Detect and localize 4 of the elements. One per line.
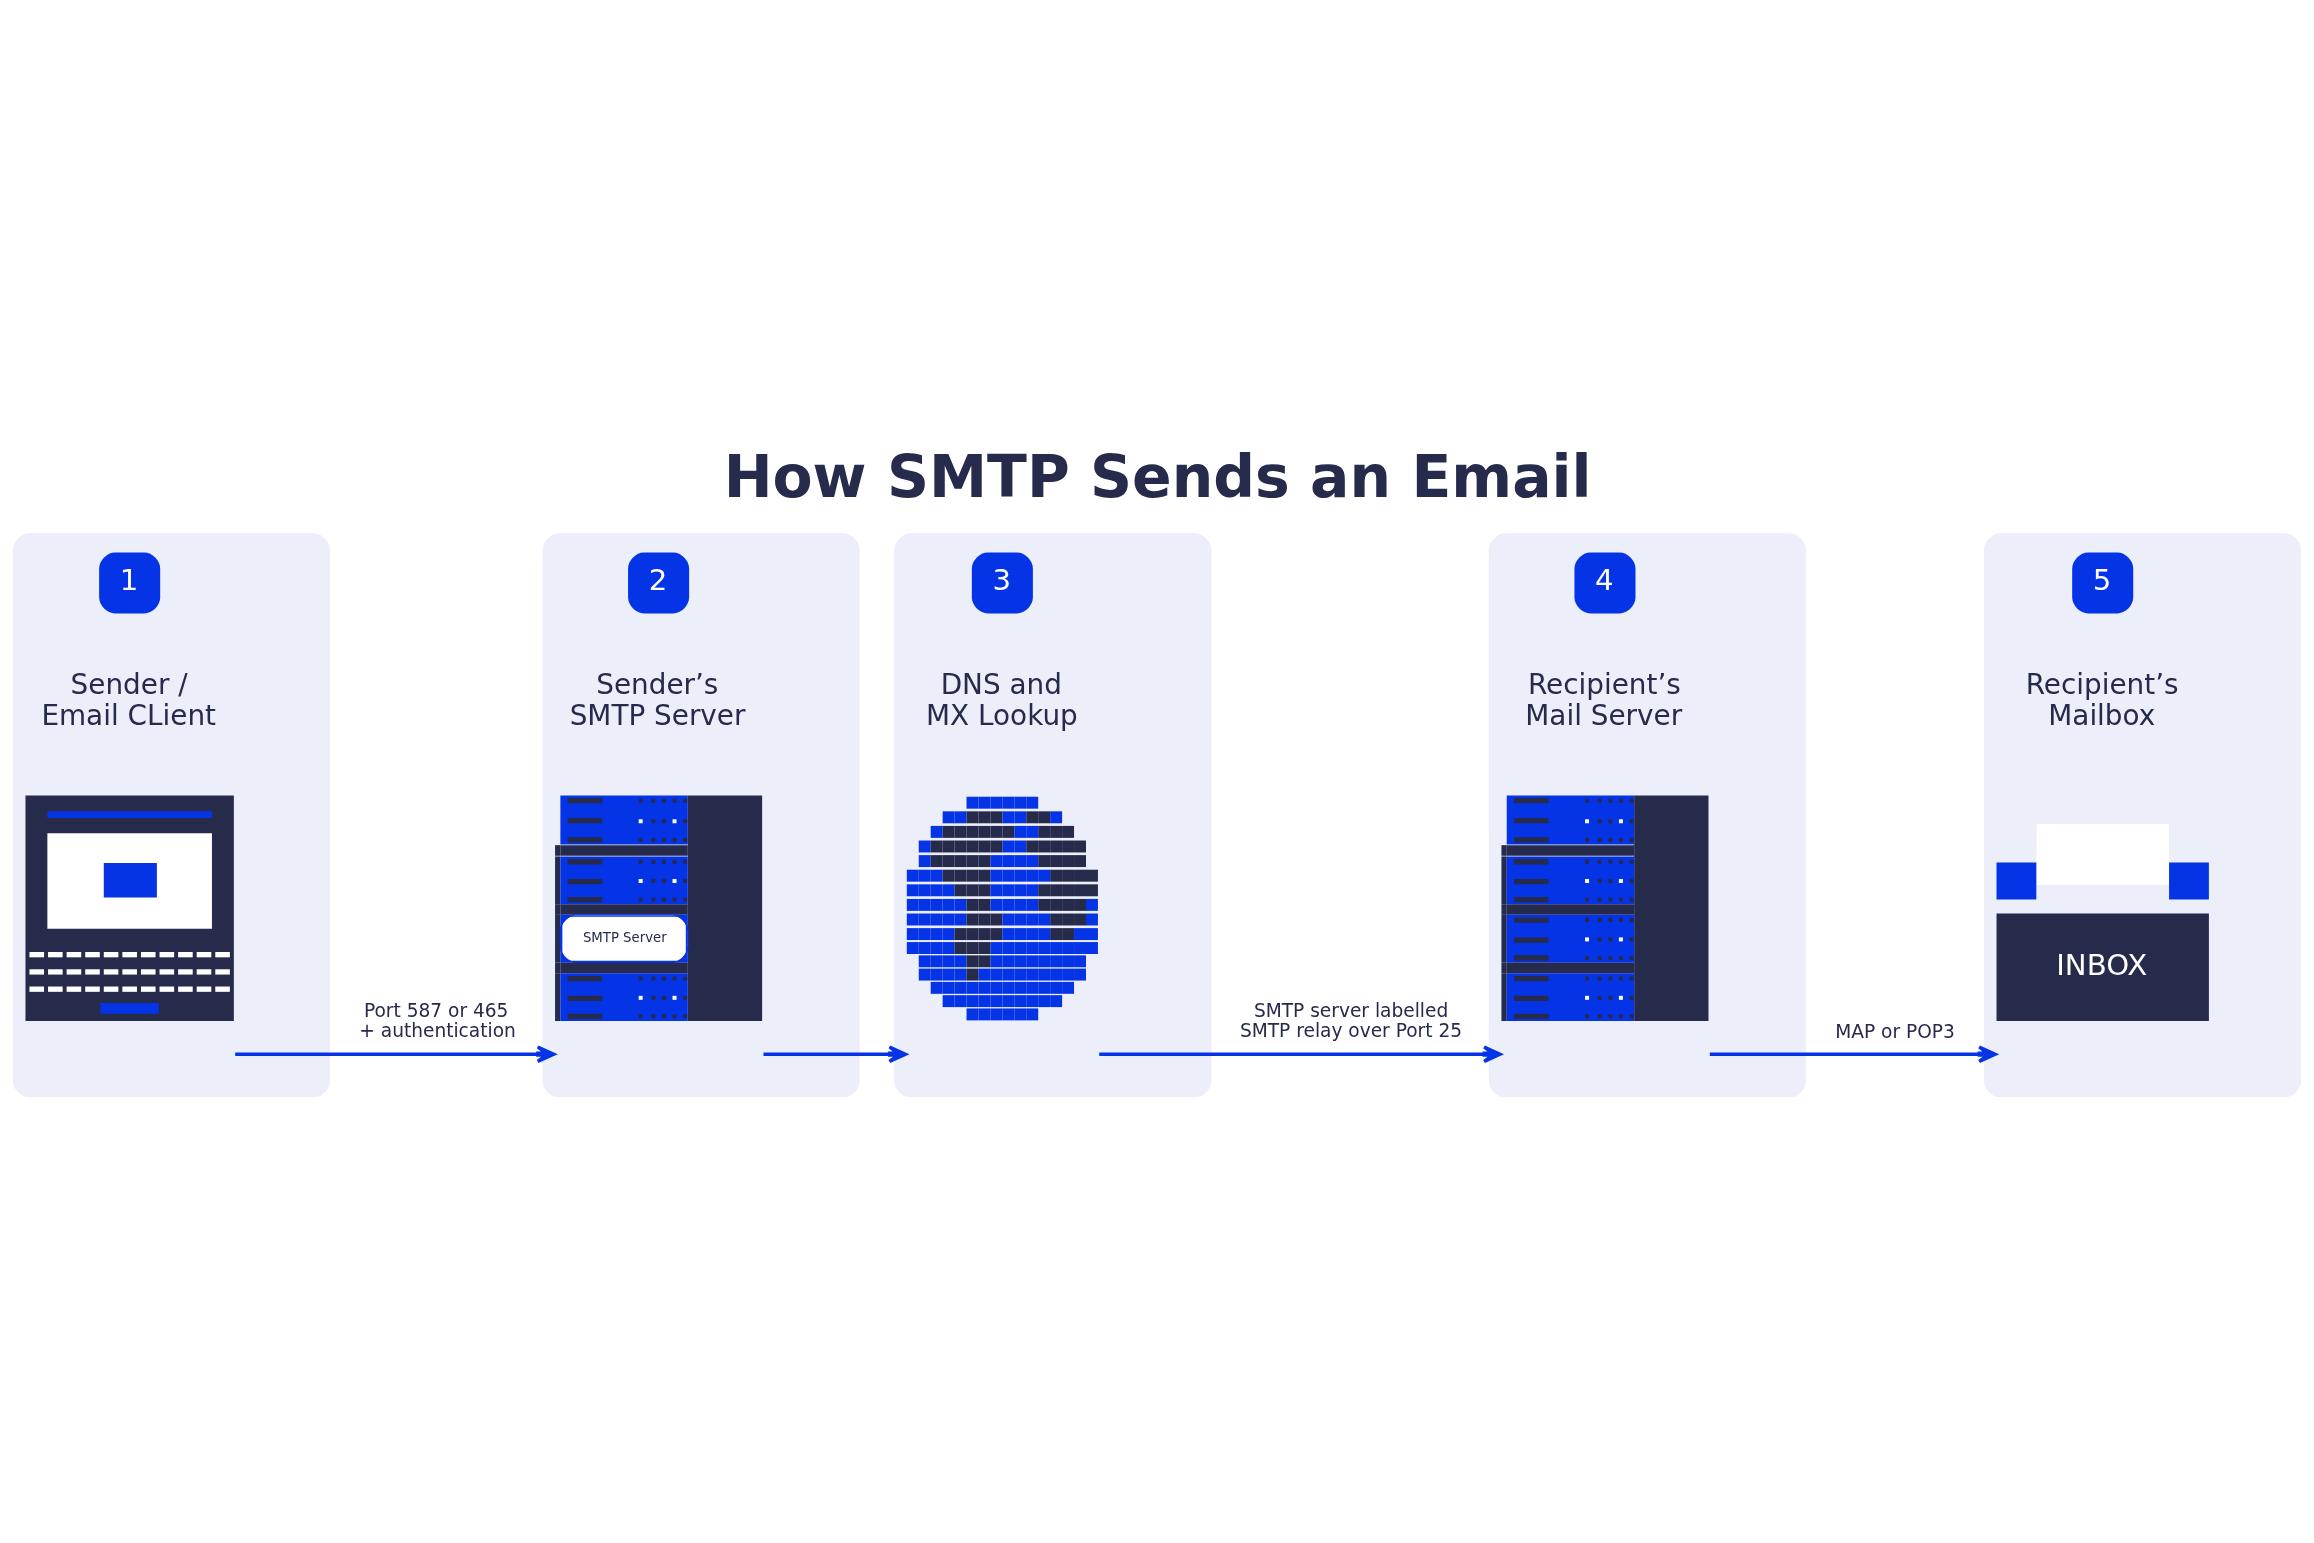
edge-label: MAP or POP3: [1835, 1020, 1955, 1042]
diagram-title: How SMTP Sends an Email: [723, 443, 1592, 512]
edge-label: Port 587 or 465 + authentication: [359, 1000, 516, 1042]
edge-label: SMTP server labelled SMTP relay over Port 25: [1239, 1000, 1463, 1042]
